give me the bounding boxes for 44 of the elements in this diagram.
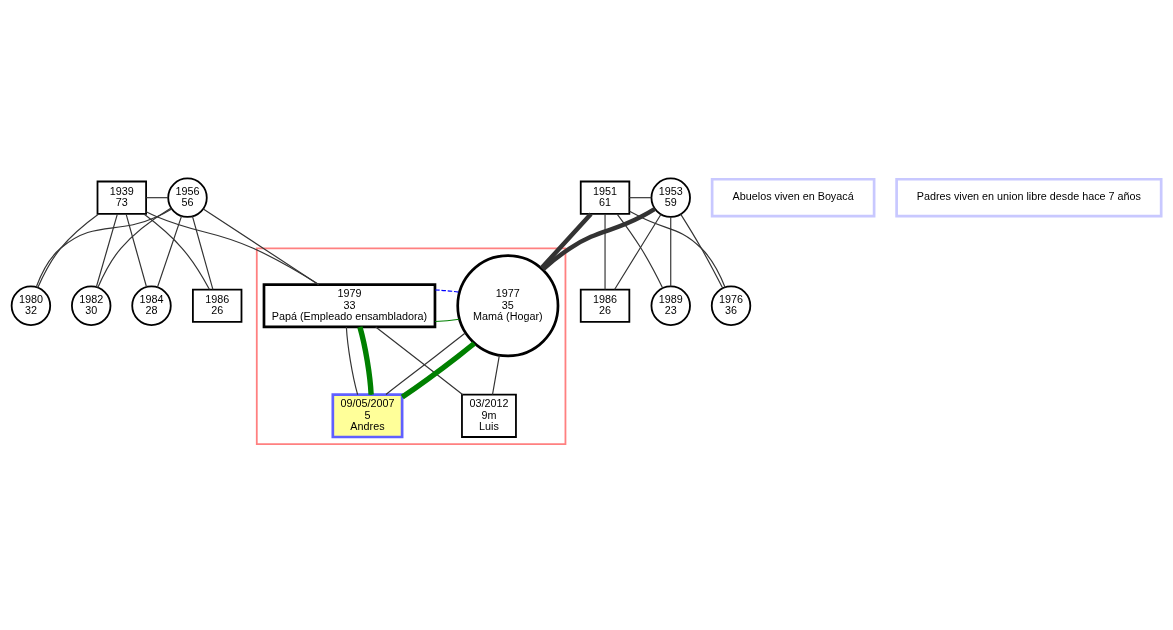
connector xyxy=(400,341,476,400)
connector xyxy=(357,326,374,395)
connector xyxy=(541,206,657,271)
connector xyxy=(434,318,460,323)
connector xyxy=(680,213,724,289)
connector xyxy=(629,210,726,289)
connector xyxy=(125,213,148,288)
node-circle: 1989 23 xyxy=(650,285,691,326)
node-circle: 1982 30 xyxy=(71,285,112,326)
connector xyxy=(539,212,593,270)
connector xyxy=(628,197,652,199)
connector xyxy=(385,332,466,396)
connector xyxy=(670,216,672,288)
cluster xyxy=(255,247,567,446)
node-box: 03/2012 9m Luis xyxy=(461,393,517,438)
node-box: 1986 26 xyxy=(192,288,243,323)
connector xyxy=(37,213,100,289)
connector xyxy=(35,208,173,288)
node-box: 1979 33 Papá (Empleado ensambladora) xyxy=(262,283,437,329)
connector xyxy=(491,354,500,396)
connector xyxy=(345,326,359,396)
node-box: Padres viven en union libre desde hace 7 años xyxy=(895,177,1163,218)
node-box: Abuelos viven en Boyacá xyxy=(710,177,876,218)
connector xyxy=(156,215,183,289)
connector xyxy=(434,289,460,293)
node-circle: 1980 32 xyxy=(10,285,52,326)
connector xyxy=(202,208,319,286)
node-circle: 1977 35 Mamá (Hogar) xyxy=(456,254,560,358)
node-circle: 1956 56 xyxy=(167,177,208,218)
connector xyxy=(145,197,169,199)
node-box: 1951 61 xyxy=(579,180,631,215)
node-circle: 1976 36 xyxy=(710,285,752,326)
node-circle: 1984 28 xyxy=(131,285,172,326)
connector xyxy=(375,326,464,396)
connector xyxy=(191,215,214,290)
connector xyxy=(97,207,172,289)
connector xyxy=(604,213,606,290)
node-box: 1986 26 xyxy=(579,288,631,323)
connector xyxy=(95,213,118,288)
node-box: 1939 73 xyxy=(96,180,147,215)
node-box: 09/05/2007 5 Andres xyxy=(331,393,404,439)
connector xyxy=(143,213,211,291)
connector xyxy=(145,211,320,286)
node-circle: 1953 59 xyxy=(650,177,691,218)
